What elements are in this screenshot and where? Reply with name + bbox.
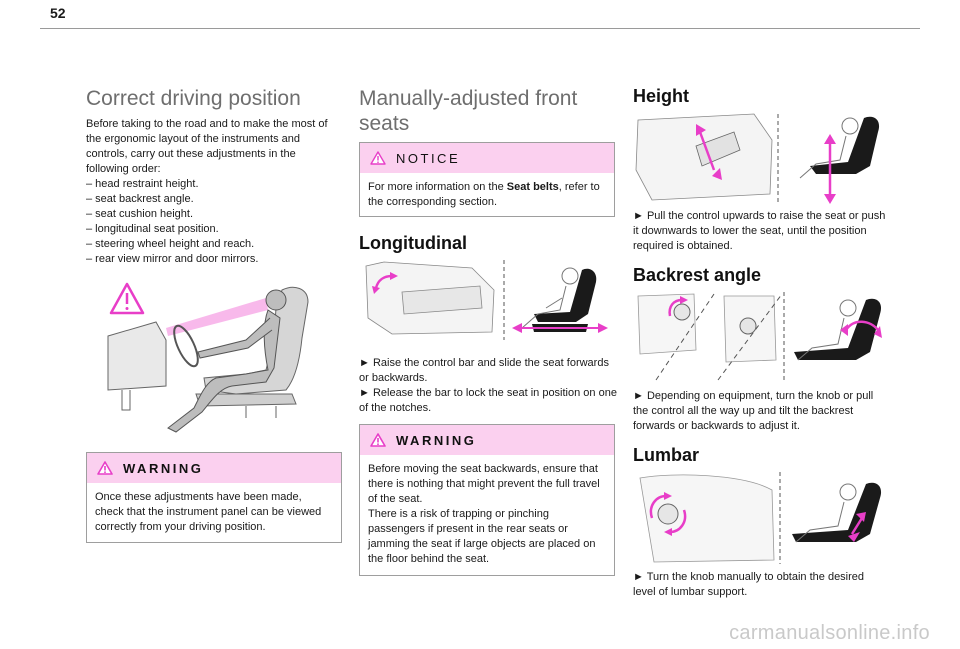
lumbar-illustration — [639, 472, 882, 564]
adjustment-item: – rear view mirror and door mirrors. — [86, 253, 259, 265]
footer-watermark: carmanualsonline.info — [729, 622, 930, 644]
heading-backrest-angle: Backrest angle — [633, 265, 762, 285]
adjustment-item: – seat cushion height. — [86, 208, 194, 220]
adjustment-item: – longitudinal seat position. — [86, 223, 219, 235]
seat-height-figure — [799, 116, 880, 204]
backrest-illustration — [637, 292, 882, 382]
heading-lumbar: Lumbar — [633, 445, 700, 465]
warning-line: There is a risk of trapping or pinching … — [368, 508, 596, 565]
warning-title: WARNING — [123, 460, 204, 476]
header-rule — [40, 28, 920, 29]
notice-title: NOTICE — [396, 150, 461, 166]
warning-text: Before moving the seat backwards, ensure… — [360, 455, 614, 575]
warning-box-header: WARNING — [87, 453, 341, 483]
warning-text: Once these adjustments have been made, c… — [95, 491, 322, 533]
lumbar-text: ► Turn the knob manually to obtain the d… — [633, 571, 865, 598]
driving-position-text: Before taking to the road and to make th… — [86, 117, 341, 267]
backrest-text: ► Depending on equipment, turn the knob … — [633, 390, 874, 432]
backrest-tilt-figure — [794, 298, 882, 361]
warning-box-driving-position: WARNING Once these adjustments have been… — [86, 452, 342, 543]
heading-correct-driving-position: Correct driving position — [86, 87, 301, 110]
seat-belts-reference: Seat belts — [506, 181, 559, 193]
height-text: ► Pull the control upwards to raise the … — [633, 210, 886, 252]
adjustment-item: – head restraint height. — [86, 178, 199, 190]
longitudinal-step: ► Raise the control bar and slide the se… — [359, 357, 609, 384]
height-illustration — [635, 113, 880, 204]
warning-triangle-icon — [109, 282, 145, 315]
notice-text-post: , refer to the corresponding section. — [368, 181, 600, 208]
warning-box-header: WARNING — [360, 425, 614, 455]
longitudinal-step: ► Release the bar to lock the seat in po… — [359, 387, 617, 414]
adjustment-item: – steering wheel height and reach. — [86, 238, 255, 250]
warning-title: WARNING — [396, 432, 477, 448]
lumbar-support-figure — [792, 482, 882, 543]
warning-box-seat-travel: WARNING Before moving the seat backwards… — [359, 424, 615, 576]
seat-slide-figure — [512, 267, 608, 333]
adjustment-item: – seat backrest angle. — [86, 193, 194, 205]
longitudinal-illustration — [365, 260, 608, 340]
warning-triangle-icon — [97, 461, 113, 475]
notice-box-header: NOTICE — [360, 143, 614, 173]
warning-triangle-icon — [370, 151, 386, 165]
notice-text: For more information on the Seat belts, … — [360, 173, 614, 218]
driving-position-intro: Before taking to the road and to make th… — [86, 118, 328, 175]
heading-longitudinal: Longitudinal — [359, 233, 467, 253]
notice-box: NOTICE For more information on the Seat … — [359, 142, 615, 217]
notice-text-pre: For more information on the — [368, 181, 507, 193]
driving-position-illustration — [107, 282, 309, 433]
longitudinal-steps: ► Raise the control bar and slide the se… — [359, 356, 617, 416]
heading-manual-front-seats: Manually-adjusted front seats — [359, 87, 578, 135]
page-number: 52 — [50, 5, 66, 21]
heading-height: Height — [633, 86, 689, 106]
warning-triangle-icon — [370, 433, 386, 447]
warning-line: Before moving the seat backwards, ensure… — [368, 463, 600, 505]
